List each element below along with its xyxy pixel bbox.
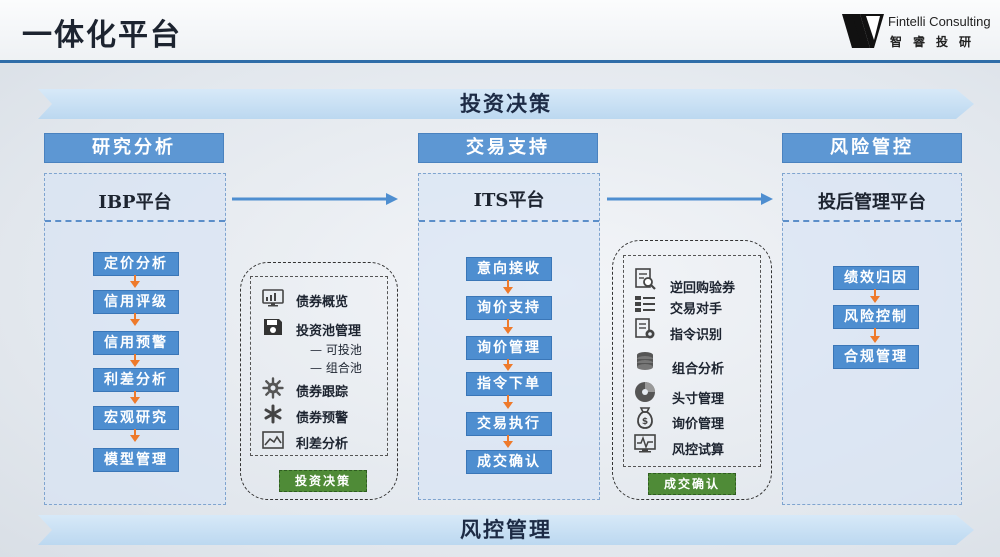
its-arrow-icon bbox=[503, 364, 513, 371]
its-step-inquiry-management[interactable]: 询价管理 bbox=[466, 336, 552, 360]
page-title: 一体化平台 bbox=[22, 18, 182, 53]
floppy-disk-icon bbox=[264, 319, 282, 335]
panel-ibp-title: IBP平台 bbox=[98, 192, 172, 213]
image-chart-icon bbox=[262, 431, 284, 449]
its-arrow-stem bbox=[507, 359, 509, 364]
ibp-arrow-icon bbox=[130, 319, 140, 326]
band-bottom-label: 风控管理 bbox=[460, 517, 552, 542]
its-arrow-stem bbox=[507, 319, 509, 327]
counterparty-list-icon bbox=[635, 296, 655, 312]
panel-ibp-divider bbox=[45, 220, 225, 222]
box-right-item-counterparty[interactable]: 交易对手 bbox=[670, 302, 723, 317]
post-arrow-stem bbox=[874, 289, 876, 296]
svg-text:$: $ bbox=[642, 417, 648, 427]
its-step-inquiry-support[interactable]: 询价支持 bbox=[466, 296, 552, 320]
box-left-item-bond-warning[interactable]: 债券预警 bbox=[296, 411, 349, 426]
box-left-item-spread-analysis[interactable]: 利差分析 bbox=[296, 437, 349, 452]
panel-post-investment-divider bbox=[783, 220, 961, 222]
column-header-research: 研究分析 bbox=[44, 133, 224, 163]
its-step-order-placement[interactable]: 指令下单 bbox=[466, 372, 552, 396]
box-right-item-portfolio-analysis[interactable]: 组合分析 bbox=[672, 362, 725, 377]
post-step-compliance-management[interactable]: 合规管理 bbox=[833, 345, 919, 369]
post-step-risk-control[interactable]: 风险控制 bbox=[833, 305, 919, 329]
box-left-item-bond-overview[interactable]: 债券概览 bbox=[296, 295, 349, 310]
column-header-trading: 交易支持 bbox=[418, 133, 598, 163]
band-top-arrow-shape bbox=[38, 89, 974, 119]
pie-gear-icon bbox=[635, 382, 655, 402]
ibp-arrow-icon bbox=[130, 281, 140, 288]
post-arrow-stem bbox=[874, 328, 876, 336]
ibp-arrow-icon bbox=[130, 360, 140, 367]
logo-mark-icon bbox=[842, 14, 884, 48]
logo-chinese-name: 智睿投研 bbox=[890, 35, 983, 49]
box-left-sub-portfolio-pool: — 组合池 bbox=[310, 361, 362, 375]
trade-confirmation-list bbox=[623, 255, 761, 467]
pulse-monitor-icon bbox=[634, 434, 656, 453]
tag-trade-confirmation: 成交确认 bbox=[648, 473, 736, 495]
ibp-arrow-stem bbox=[134, 354, 136, 360]
ibp-step-credit-warning[interactable]: 信用预警 bbox=[93, 331, 179, 355]
ibp-arrow-icon bbox=[130, 435, 140, 442]
coin-stack-icon bbox=[637, 352, 653, 370]
band-bottom-arrow-shape bbox=[38, 515, 974, 545]
document-gear-icon bbox=[635, 318, 655, 339]
header-divider bbox=[0, 60, 1000, 63]
band-top: 投资决策 bbox=[38, 89, 974, 119]
ibp-arrow-stem bbox=[134, 429, 136, 435]
ibp-step-pricing[interactable]: 定价分析 bbox=[93, 252, 179, 276]
tag-investment-decision: 投资决策 bbox=[279, 470, 367, 492]
ibp-arrow-stem bbox=[134, 391, 136, 397]
ibp-step-credit-rating[interactable]: 信用评级 bbox=[93, 290, 179, 314]
post-arrow-icon bbox=[870, 296, 880, 303]
box-left-sub-investable-pool: — 可投池 bbox=[310, 343, 362, 357]
column-header-risk: 风险管控 bbox=[782, 133, 962, 163]
band-bottom: 风控管理 bbox=[38, 515, 974, 545]
post-step-performance-attribution[interactable]: 绩效归因 bbox=[833, 266, 919, 290]
post-arrow-icon bbox=[870, 336, 880, 343]
box-right-item-position-management[interactable]: 头寸管理 bbox=[672, 392, 725, 407]
panel-its-divider bbox=[419, 220, 599, 222]
ibp-step-spread-analysis[interactable]: 利差分析 bbox=[93, 368, 179, 392]
ibp-step-model-management[interactable]: 模型管理 bbox=[93, 448, 179, 472]
box-right-item-inquiry-management[interactable]: 询价管理 bbox=[672, 417, 725, 432]
logo-english-name: Fintelli Consulting bbox=[888, 14, 991, 29]
ibp-arrow-icon bbox=[130, 397, 140, 404]
box-right-item-reverse-repo-check[interactable]: 逆回购验券 bbox=[670, 281, 736, 296]
arrow-its-to-post bbox=[607, 193, 773, 205]
box-right-item-risk-trial[interactable]: 风控试算 bbox=[672, 443, 725, 458]
its-step-trade-confirmation[interactable]: 成交确认 bbox=[466, 450, 552, 474]
its-arrow-icon bbox=[503, 287, 513, 294]
money-bag-icon: $ bbox=[637, 407, 653, 429]
its-arrow-icon bbox=[503, 402, 513, 409]
ibp-arrow-stem bbox=[134, 275, 136, 281]
its-arrow-stem bbox=[507, 435, 509, 441]
its-arrow-icon bbox=[503, 327, 513, 334]
box-left-item-pool-management[interactable]: 投资池管理 bbox=[296, 324, 362, 339]
magnify-document-icon bbox=[635, 268, 656, 290]
company-logo: Fintelli Consulting 智睿投研 bbox=[840, 8, 1000, 54]
its-step-trade-execution[interactable]: 交易执行 bbox=[466, 412, 552, 436]
box-right-item-order-recognition[interactable]: 指令识别 bbox=[670, 328, 723, 343]
ibp-arrow-stem bbox=[134, 313, 136, 319]
its-arrow-stem bbox=[507, 395, 509, 402]
panel-post-investment-title: 投后管理平台 bbox=[818, 192, 926, 213]
asterisk-icon bbox=[264, 404, 282, 424]
investment-decision-list bbox=[250, 276, 388, 456]
monitor-icon bbox=[262, 289, 284, 307]
investment-decision-box bbox=[240, 262, 398, 500]
ibp-step-macro-research[interactable]: 宏观研究 bbox=[93, 406, 179, 430]
its-arrow-icon bbox=[503, 441, 513, 448]
gear-icon bbox=[262, 377, 284, 399]
its-step-intent-receipt[interactable]: 意向接收 bbox=[466, 257, 552, 281]
slide-header: 一体化平台 Fintelli Consulting 智睿投研 bbox=[0, 0, 1000, 62]
panel-its-title: ITS平台 bbox=[473, 190, 545, 211]
trade-confirmation-box bbox=[612, 240, 772, 500]
band-top-label: 投资决策 bbox=[460, 91, 552, 116]
arrow-ibp-to-its bbox=[232, 193, 398, 205]
box-left-item-bond-tracking[interactable]: 债券跟踪 bbox=[296, 385, 349, 400]
its-arrow-stem bbox=[507, 280, 509, 287]
